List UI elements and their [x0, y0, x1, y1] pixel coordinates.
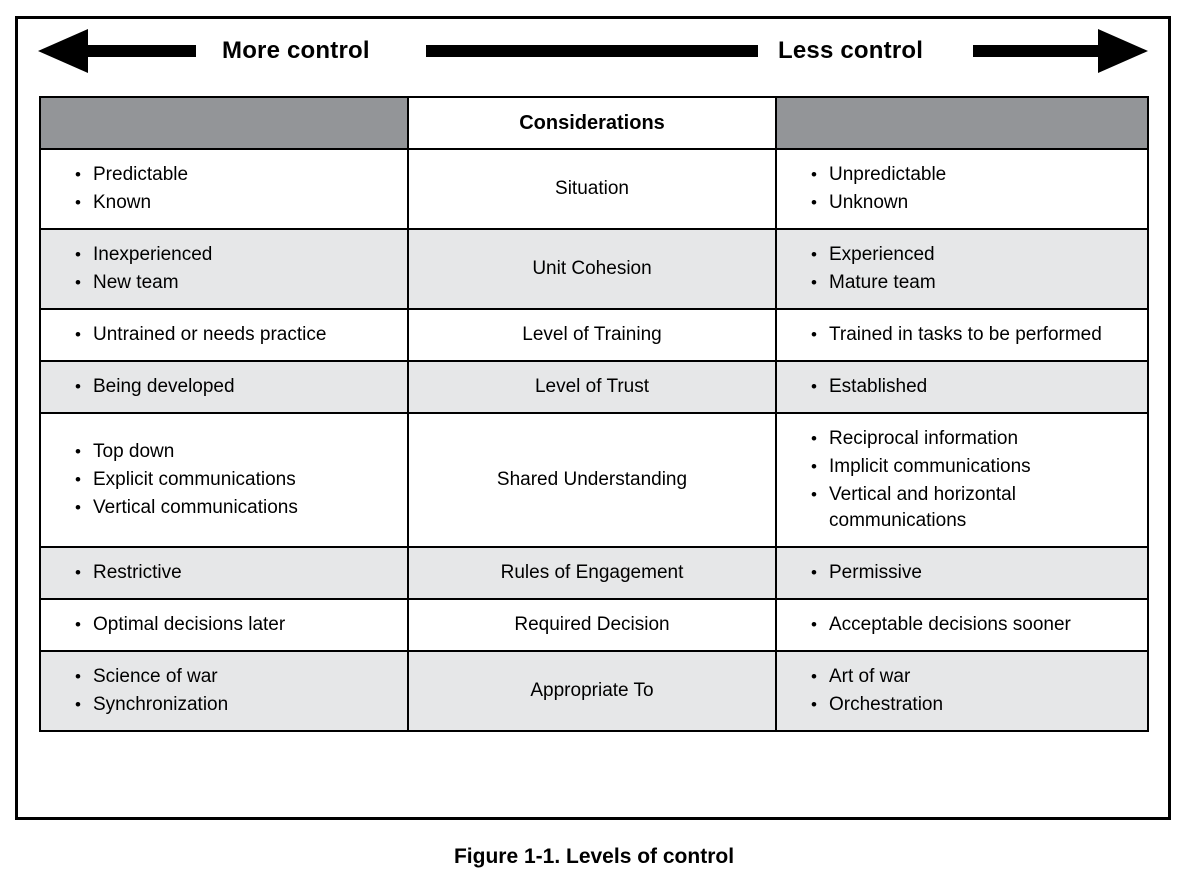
- bullet-list: Acceptable decisions sooner: [777, 600, 1147, 650]
- header-cell-less-control: [775, 96, 1149, 150]
- control-axis: More control Less control: [18, 19, 1168, 83]
- bullet-item: Untrained or needs practice: [75, 322, 393, 348]
- bullet-item: Trained in tasks to be performed: [811, 322, 1133, 348]
- bullet-item: Top down: [75, 439, 393, 465]
- cell-more-control: Science of warSynchronization: [39, 650, 409, 732]
- cell-less-control: Established: [775, 360, 1149, 414]
- table-row: Optimal decisions later Required Decision…: [39, 598, 1149, 652]
- bullet-list: Top downExplicit communicationsVertical …: [41, 427, 407, 533]
- bullet-list: InexperiencedNew team: [41, 230, 407, 308]
- bullet-item: Unknown: [811, 190, 1133, 216]
- table-row: Being developed Level of Trust Established: [39, 360, 1149, 414]
- header-cell-considerations: Considerations: [407, 96, 777, 150]
- cell-less-control: Reciprocal informationImplicit communica…: [775, 412, 1149, 548]
- cell-consideration: Rules of Engagement: [407, 546, 777, 600]
- cell-less-control: UnpredictableUnknown: [775, 148, 1149, 230]
- bullet-item: Acceptable decisions sooner: [811, 612, 1133, 638]
- bullet-item: Inexperienced: [75, 242, 393, 268]
- bullet-list: UnpredictableUnknown: [777, 150, 1147, 228]
- bullet-list: Science of warSynchronization: [41, 652, 407, 730]
- levels-of-control-table: Considerations PredictableKnownSituation…: [39, 96, 1149, 732]
- cell-more-control: PredictableKnown: [39, 148, 409, 230]
- cell-consideration: Shared Understanding: [407, 412, 777, 548]
- cell-less-control: ExperiencedMature team: [775, 228, 1149, 310]
- cell-less-control: Art of warOrchestration: [775, 650, 1149, 732]
- bullet-item: Predictable: [75, 162, 393, 188]
- table-row: Untrained or needs practice Level of Trai…: [39, 308, 1149, 362]
- table-row: Top downExplicit communicationsVertical …: [39, 412, 1149, 548]
- cell-less-control: Trained in tasks to be performed: [775, 308, 1149, 362]
- bullet-item: Restrictive: [75, 560, 393, 586]
- bullet-item: Implicit communications: [811, 454, 1133, 480]
- bullet-item: Orchestration: [811, 692, 1133, 718]
- cell-more-control: Untrained or needs practice: [39, 308, 409, 362]
- table-header: Considerations: [39, 96, 1149, 150]
- bullet-item: Experienced: [811, 242, 1133, 268]
- arrow-left-icon: [38, 29, 88, 73]
- cell-more-control: Restrictive: [39, 546, 409, 600]
- axis-label-less-control: Less control: [778, 37, 924, 64]
- bullet-list: Being developed: [41, 362, 407, 412]
- bullet-list: Restrictive: [41, 548, 407, 598]
- cell-more-control: Optimal decisions later: [39, 598, 409, 652]
- bullet-list: Reciprocal informationImplicit communica…: [777, 414, 1147, 546]
- bullet-list: ExperiencedMature team: [777, 230, 1147, 308]
- bullet-item: Mature team: [811, 270, 1133, 296]
- bullet-list: PredictableKnown: [41, 150, 407, 228]
- cell-more-control: InexperiencedNew team: [39, 228, 409, 310]
- bullet-item: Established: [811, 374, 1133, 400]
- bullet-item: Synchronization: [75, 692, 393, 718]
- cell-more-control: Being developed: [39, 360, 409, 414]
- bullet-list: Untrained or needs practice: [41, 310, 407, 360]
- cell-consideration: Level of Trust: [407, 360, 777, 414]
- cell-less-control: Permissive: [775, 546, 1149, 600]
- cell-consideration: Situation: [407, 148, 777, 230]
- bullet-item: Optimal decisions later: [75, 612, 393, 638]
- table-body: PredictableKnownSituationUnpredictableUn…: [39, 148, 1149, 732]
- arrow-left-shaft: [86, 45, 196, 57]
- table-row: PredictableKnownSituationUnpredictableUn…: [39, 148, 1149, 230]
- header-cell-more-control: [39, 96, 409, 150]
- bullet-item: Known: [75, 190, 393, 216]
- bullet-item: Unpredictable: [811, 162, 1133, 188]
- axis-middle-shaft: [426, 45, 758, 57]
- bullet-item: Art of war: [811, 664, 1133, 690]
- table-header-row: Considerations: [39, 96, 1149, 150]
- bullet-item: Being developed: [75, 374, 393, 400]
- bullet-list: Art of warOrchestration: [777, 652, 1147, 730]
- bullet-item: Science of war: [75, 664, 393, 690]
- bullet-item: Reciprocal information: [811, 426, 1133, 452]
- bullet-list: Optimal decisions later: [41, 600, 407, 650]
- cell-consideration: Level of Training: [407, 308, 777, 362]
- bullet-item: Permissive: [811, 560, 1133, 586]
- arrow-right-icon: [1098, 29, 1148, 73]
- bullet-item: New team: [75, 270, 393, 296]
- bullet-item: Vertical communications: [75, 495, 393, 521]
- table-row: Restrictive Rules of Engagement Permissive: [39, 546, 1149, 600]
- bullet-item: Explicit communications: [75, 467, 393, 493]
- figure-frame: More control Less control Considerations…: [15, 16, 1171, 820]
- cell-consideration: Required Decision: [407, 598, 777, 652]
- cell-less-control: Acceptable decisions sooner: [775, 598, 1149, 652]
- bullet-list: Trained in tasks to be performed: [777, 310, 1147, 360]
- table-row: Science of warSynchronizationAppropriate…: [39, 650, 1149, 732]
- arrow-right-shaft: [973, 45, 1103, 57]
- cell-consideration: Appropriate To: [407, 650, 777, 732]
- bullet-list: Permissive: [777, 548, 1147, 598]
- control-axis-arrows: [38, 29, 1148, 73]
- figure-caption: Figure 1-1. Levels of control: [453, 845, 735, 868]
- cell-more-control: Top downExplicit communicationsVertical …: [39, 412, 409, 548]
- cell-consideration: Unit Cohesion: [407, 228, 777, 310]
- bullet-item: Vertical and horizontal communications: [811, 482, 1133, 534]
- axis-label-more-control: More control: [222, 37, 370, 64]
- bullet-list: Established: [777, 362, 1147, 412]
